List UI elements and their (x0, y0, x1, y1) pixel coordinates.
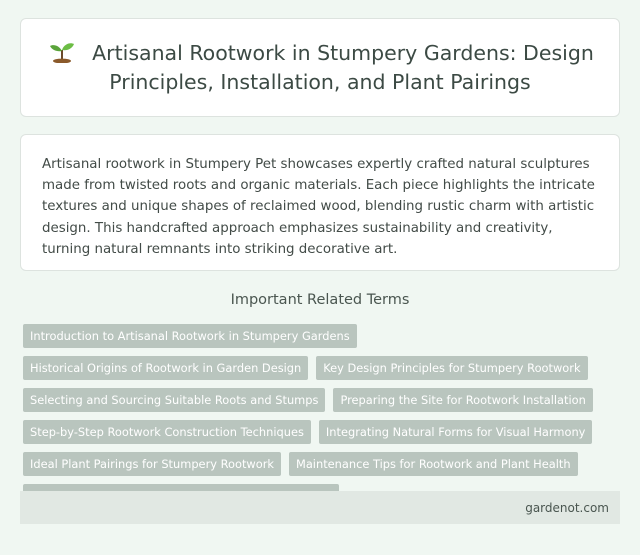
related-term-tag[interactable]: Integrating Natural Forms for Visual Har… (318, 420, 593, 444)
site-link[interactable]: gardenot.com (525, 500, 609, 515)
related-term-tag[interactable]: Ideal Plant Pairings for Stumpery Rootwo… (23, 452, 281, 476)
related-terms-heading: Important Related Terms (230, 292, 410, 308)
related-term-tag[interactable]: Key Design Principles for Stumpery Rootw… (316, 356, 588, 380)
title-card: Artisanal Rootwork in Stumpery Gardens: … (20, 18, 620, 117)
description-card: Artisanal rootwork in Stumpery Pet showc… (20, 134, 620, 271)
related-term-tag[interactable]: Historical Origins of Rootwork in Garden… (23, 356, 309, 380)
related-term-tag[interactable]: Step-by-Step Rootwork Construction Techn… (23, 420, 311, 444)
sprout-icon (50, 42, 75, 63)
related-terms-list: Introduction to Artisanal Rootwork in St… (23, 324, 619, 508)
page-title: Artisanal Rootwork in Stumpery Gardens: … (30, 39, 610, 97)
footer: gardenot.com (20, 491, 620, 524)
related-term-tag[interactable]: Maintenance Tips for Rootwork and Plant … (289, 452, 578, 476)
related-term-tag[interactable]: Introduction to Artisanal Rootwork in St… (23, 324, 357, 348)
page-title-text: Artisanal Rootwork in Stumpery Gardens: … (92, 40, 594, 94)
related-term-tag[interactable]: Preparing the Site for Rootwork Installa… (333, 388, 593, 412)
description-text: Artisanal rootwork in Stumpery Pet showc… (42, 157, 595, 257)
related-term-tag[interactable]: Selecting and Sourcing Suitable Roots an… (23, 388, 326, 412)
